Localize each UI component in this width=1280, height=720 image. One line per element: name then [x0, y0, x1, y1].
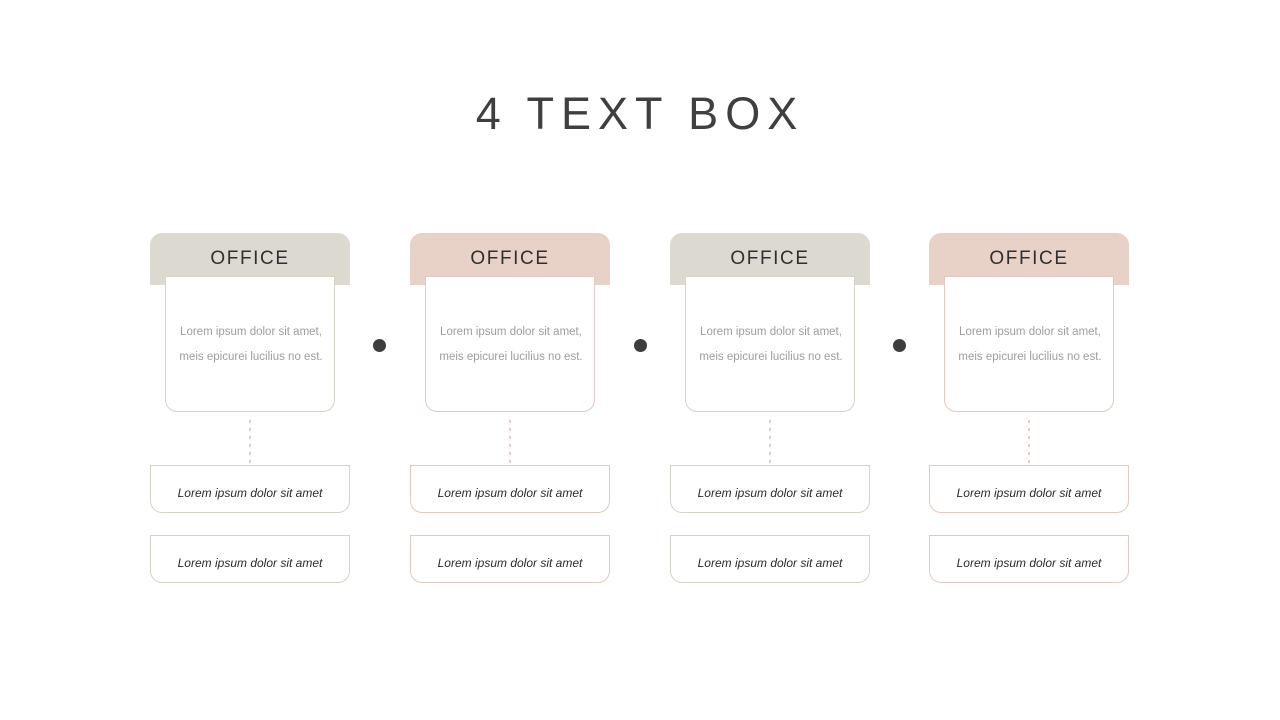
card-body-text-1: Lorem ipsum dolor sit amet, meis epicure… [179, 326, 323, 363]
card-body-3: Lorem ipsum dolor sit amet, meis epicure… [685, 276, 855, 412]
card-header-label-3: OFFICE [730, 248, 810, 269]
dotted-connector-3 [769, 420, 771, 465]
dotted-connector-1 [249, 420, 251, 465]
text-box-columns: OFFICE Lorem ipsum dolor sit amet, meis … [150, 233, 1130, 593]
sub-box-4-2: Lorem ipsum dolor sit amet [929, 535, 1129, 583]
sub-box-text-4-1: Lorem ipsum dolor sit amet [956, 486, 1102, 500]
sub-box-text-4-2: Lorem ipsum dolor sit amet [956, 556, 1102, 570]
text-box-column-2: OFFICE Lorem ipsum dolor sit amet, meis … [410, 233, 610, 593]
sub-box-3-1: Lorem ipsum dolor sit amet [670, 465, 870, 513]
sub-box-2-1: Lorem ipsum dolor sit amet [410, 465, 610, 513]
dotted-connector-4 [1028, 420, 1030, 465]
card-body-1: Lorem ipsum dolor sit amet, meis epicure… [165, 276, 335, 412]
dotted-connector-2 [509, 420, 511, 465]
sub-box-1-1: Lorem ipsum dolor sit amet [150, 465, 350, 513]
page-title: 4 TEXT BOX [475, 88, 805, 139]
separator-dot-3 [893, 339, 906, 352]
sub-box-text-1-1: Lorem ipsum dolor sit amet [177, 486, 323, 500]
text-box-column-4: OFFICE Lorem ipsum dolor sit amet, meis … [929, 233, 1129, 593]
card-header-label-1: OFFICE [210, 248, 290, 269]
sub-box-text-3-2: Lorem ipsum dolor sit amet [697, 556, 843, 570]
text-box-column-3: OFFICE Lorem ipsum dolor sit amet, meis … [670, 233, 870, 593]
text-box-column-1: OFFICE Lorem ipsum dolor sit amet, meis … [150, 233, 350, 593]
card-body-4: Lorem ipsum dolor sit amet, meis epicure… [944, 276, 1114, 412]
sub-box-text-1-2: Lorem ipsum dolor sit amet [177, 556, 323, 570]
sub-box-text-2-2: Lorem ipsum dolor sit amet [437, 556, 583, 570]
sub-box-1-2: Lorem ipsum dolor sit amet [150, 535, 350, 583]
card-header-label-4: OFFICE [989, 248, 1069, 269]
separator-dot-1 [373, 339, 386, 352]
separator-dot-2 [634, 339, 647, 352]
card-body-text-2: Lorem ipsum dolor sit amet, meis epicure… [439, 326, 583, 363]
sub-box-4-1: Lorem ipsum dolor sit amet [929, 465, 1129, 513]
sub-box-text-3-1: Lorem ipsum dolor sit amet [697, 486, 843, 500]
card-header-label-2: OFFICE [470, 248, 550, 269]
card-body-2: Lorem ipsum dolor sit amet, meis epicure… [425, 276, 595, 412]
sub-box-2-2: Lorem ipsum dolor sit amet [410, 535, 610, 583]
sub-box-3-2: Lorem ipsum dolor sit amet [670, 535, 870, 583]
card-body-text-4: Lorem ipsum dolor sit amet, meis epicure… [958, 326, 1102, 363]
card-body-text-3: Lorem ipsum dolor sit amet, meis epicure… [699, 326, 843, 363]
sub-box-text-2-1: Lorem ipsum dolor sit amet [437, 486, 583, 500]
